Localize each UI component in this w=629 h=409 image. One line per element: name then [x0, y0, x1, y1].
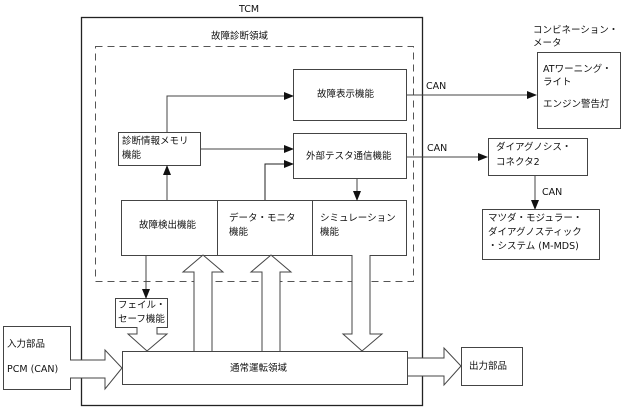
fault-detect-label: 故障検出機能 [139, 220, 197, 231]
ext-tester-label: 外部テスタ通信機能 [306, 151, 392, 162]
up-arrow-1 [181, 254, 225, 351]
input-arrow [70, 348, 123, 391]
meter-box [537, 52, 621, 129]
mmds-box [482, 209, 600, 260]
input-box [3, 326, 71, 390]
down-arrow-sim [341, 255, 384, 352]
dlc-label-1: ダイアグノシス・ [496, 142, 572, 153]
normal-area-box [122, 351, 408, 385]
mmds-label-1: マツダ・モジュラー・ [488, 213, 583, 224]
can-label-3: CAN [542, 187, 563, 198]
fault-display-box [293, 69, 407, 121]
simulation-label-2: 機能 [320, 227, 340, 238]
up-arrow-2 [249, 254, 293, 351]
diag-area-box [95, 46, 414, 282]
diag-area-label: 故障診断領域 [211, 31, 269, 42]
memory-label-2: 機能 [122, 150, 142, 161]
tcm-label: TCM [239, 4, 260, 15]
function-row-box [121, 200, 407, 256]
input-pcm-label: PCM (CAN) [7, 364, 59, 375]
data-monitor-label-2: 機能 [229, 227, 249, 238]
tcm-box [80, 16, 424, 407]
memory-label-1: 診断情報メモリ [122, 136, 189, 147]
failsafe-label-2: セーフ機能 [118, 314, 165, 325]
meter-item1-2: ライト [543, 77, 572, 88]
dlc-label-2: コネクタ2 [496, 157, 540, 168]
meter-title-2: メータ [533, 38, 562, 49]
fault-display-label: 故障表示機能 [317, 89, 375, 100]
output-arrow [408, 346, 462, 387]
mmds-label-3: ・システム (M-MDS) [488, 241, 579, 252]
meter-item1-1: ATワーニング・ [543, 64, 612, 75]
output-box [461, 347, 523, 386]
memory-box [118, 132, 201, 166]
meter-title-1: コンビネーション・ [533, 25, 619, 36]
ext-tester-box [293, 133, 407, 179]
down-arrow-failsafe [126, 327, 169, 352]
output-label: 出力部品 [469, 361, 508, 372]
dlc-box [488, 138, 588, 176]
normal-area-label: 通常運転領域 [230, 363, 288, 374]
meter-item2: エンジン警告灯 [543, 99, 610, 110]
failsafe-label-1: フェイル・ [118, 300, 166, 311]
input-label: 入力部品 [7, 339, 46, 350]
can-label-1: CAN [426, 81, 447, 92]
mmds-label-2: ダイアグノスティック [488, 227, 582, 238]
simulation-label-1: シミュレーション [320, 213, 396, 224]
data-monitor-label-1: データ・モニタ [229, 213, 296, 224]
can-label-2: CAN [427, 143, 448, 154]
